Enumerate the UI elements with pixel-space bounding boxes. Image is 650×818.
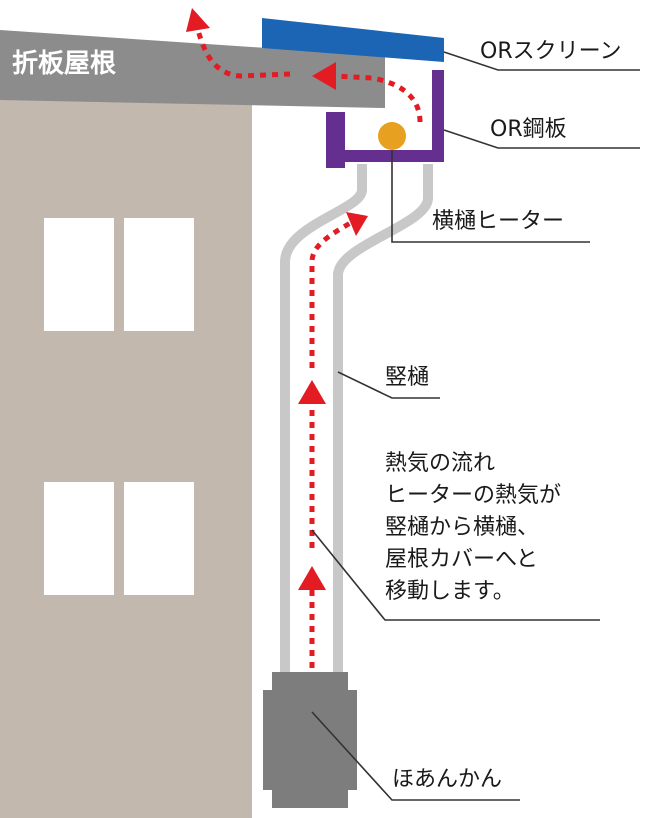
flow-leader xyxy=(311,529,600,621)
flow-desc-line-3: 屋根カバーへと xyxy=(385,547,538,572)
steel-label: OR鋼板 xyxy=(490,117,567,142)
lower-window xyxy=(44,482,194,595)
downpipe-leader xyxy=(337,371,440,399)
hot-air-flow xyxy=(186,8,423,668)
flow-arrowhead xyxy=(346,212,368,236)
flow-desc-line-4: 移動します。 xyxy=(385,579,515,604)
heater-leader xyxy=(391,150,590,243)
downpipe-outer-left xyxy=(280,164,367,680)
or-screen xyxy=(262,18,444,62)
hoankan-leader xyxy=(311,711,520,801)
gutter-heater xyxy=(378,122,406,150)
screen-label: ORスクリーン xyxy=(480,39,622,64)
downpipe-label: 竪樋 xyxy=(385,365,429,390)
or-steel-plate xyxy=(330,70,444,162)
flow-desc-line-1: ヒーターの熱気が xyxy=(385,483,561,508)
steel-leader xyxy=(443,129,640,149)
flow-title: 熱気の流れ xyxy=(385,451,495,476)
flow-arrowhead xyxy=(186,8,210,32)
heater-label: 横樋ヒーター xyxy=(432,209,564,234)
hoankan-label: ほあんかん xyxy=(392,767,502,792)
flow-arrowhead xyxy=(298,566,326,590)
upper-window xyxy=(44,218,194,331)
flow-desc-line-2: 竪樋から横樋、 xyxy=(385,515,539,540)
downpipe-outer-right xyxy=(333,164,433,680)
flow-arrowhead xyxy=(312,62,336,90)
screen-leader xyxy=(443,51,640,71)
building-wall xyxy=(0,78,252,818)
flow-arrowhead xyxy=(298,380,326,404)
roof-label: 折板屋根 xyxy=(12,49,116,79)
hoankan-device xyxy=(263,672,357,808)
